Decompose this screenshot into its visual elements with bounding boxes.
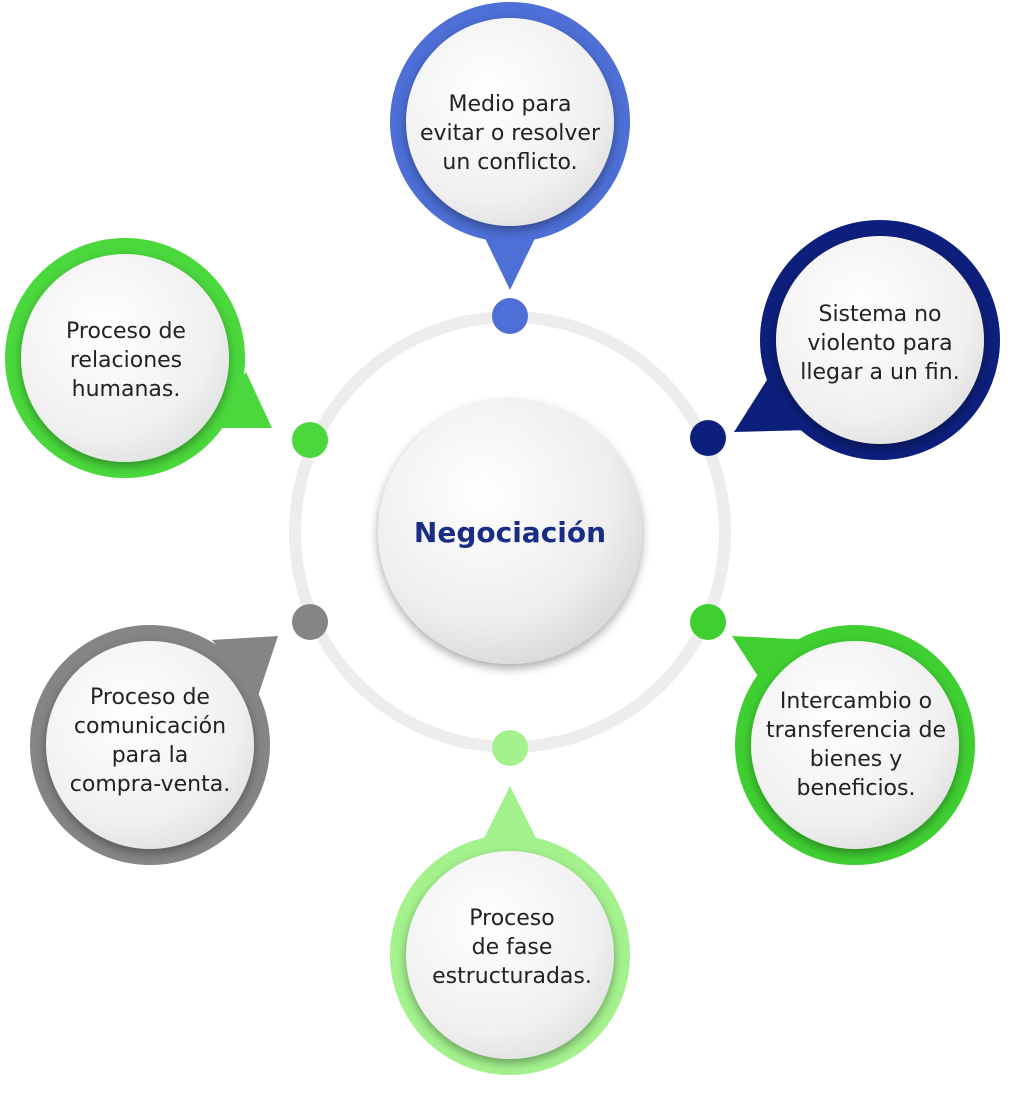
node-dot-top-left [292, 422, 328, 458]
node-text-line: transferencia de [765, 718, 947, 743]
node-text-line: Proceso [469, 905, 555, 931]
node-text-line: estructuradas. [432, 963, 592, 989]
node-bubble-bottom-left [30, 625, 278, 865]
node-text-line: relaciones [69, 347, 183, 373]
node-inner-bottom-right [751, 641, 959, 849]
node-bubble-bottom-right [732, 625, 975, 865]
node-dot-top [492, 298, 528, 334]
node-inner-bottom-left [46, 641, 254, 849]
node-text-line: llegar a un fin. [800, 359, 960, 385]
node-inner-top-right [776, 236, 984, 444]
node-text-line: bienes y [809, 747, 903, 772]
node-pointer-bottom [478, 786, 542, 850]
center-label: Negociación [413, 515, 607, 549]
node-text-line: violento para [807, 330, 953, 356]
node-dot-bottom [492, 730, 528, 766]
node-text-top-right: Sistema no violento para llegar a un fin. [762, 258, 998, 428]
node-inner-top-left [21, 254, 229, 462]
node-bubble-top [390, 2, 630, 290]
node-bubble-top-left [5, 238, 272, 478]
center-disc [378, 400, 642, 664]
node-text-bottom: Proceso de fase estructuradas. [390, 862, 634, 1032]
node-text-line: para la [111, 743, 189, 768]
node-pointer-top [480, 228, 540, 290]
node-text-line: un conflicto. [442, 149, 578, 175]
node-pointer-bottom-left [212, 636, 278, 696]
node-text-top-left: Proceso de relaciones humanas. [8, 275, 244, 445]
node-text-bottom-right: Intercambio o transferencia de bienes y ben… [738, 660, 974, 830]
node-text-line: Sistema no [818, 301, 942, 327]
node-bubble-bottom [390, 786, 630, 1075]
node-text-line: comunicación [73, 714, 227, 739]
node-text-line: compra-venta. [69, 772, 231, 797]
node-dot-top-right [690, 420, 726, 456]
node-text-line: Proceso de [90, 685, 210, 710]
node-bubble-top-right [734, 220, 1000, 460]
node-inner-bottom [406, 851, 614, 1059]
node-text-line: de fase [471, 934, 553, 960]
node-text-line: evitar o resolver [420, 120, 600, 146]
node-text-line: Medio para [448, 91, 572, 117]
node-text-line: Intercambio o [779, 689, 933, 714]
node-text-line: humanas. [71, 376, 181, 402]
node-text-top: Medio para evitar o resolver un conflicto. [388, 48, 632, 218]
node-text-bottom-left: Proceso de comunicación para la compra-vent… [32, 656, 268, 826]
node-text-line: Proceso de [66, 318, 186, 344]
node-text-line: beneficios. [796, 776, 916, 801]
node-inner-top [406, 18, 614, 226]
node-dot-bottom-right [690, 604, 726, 640]
node-dot-bottom-left [292, 604, 328, 640]
